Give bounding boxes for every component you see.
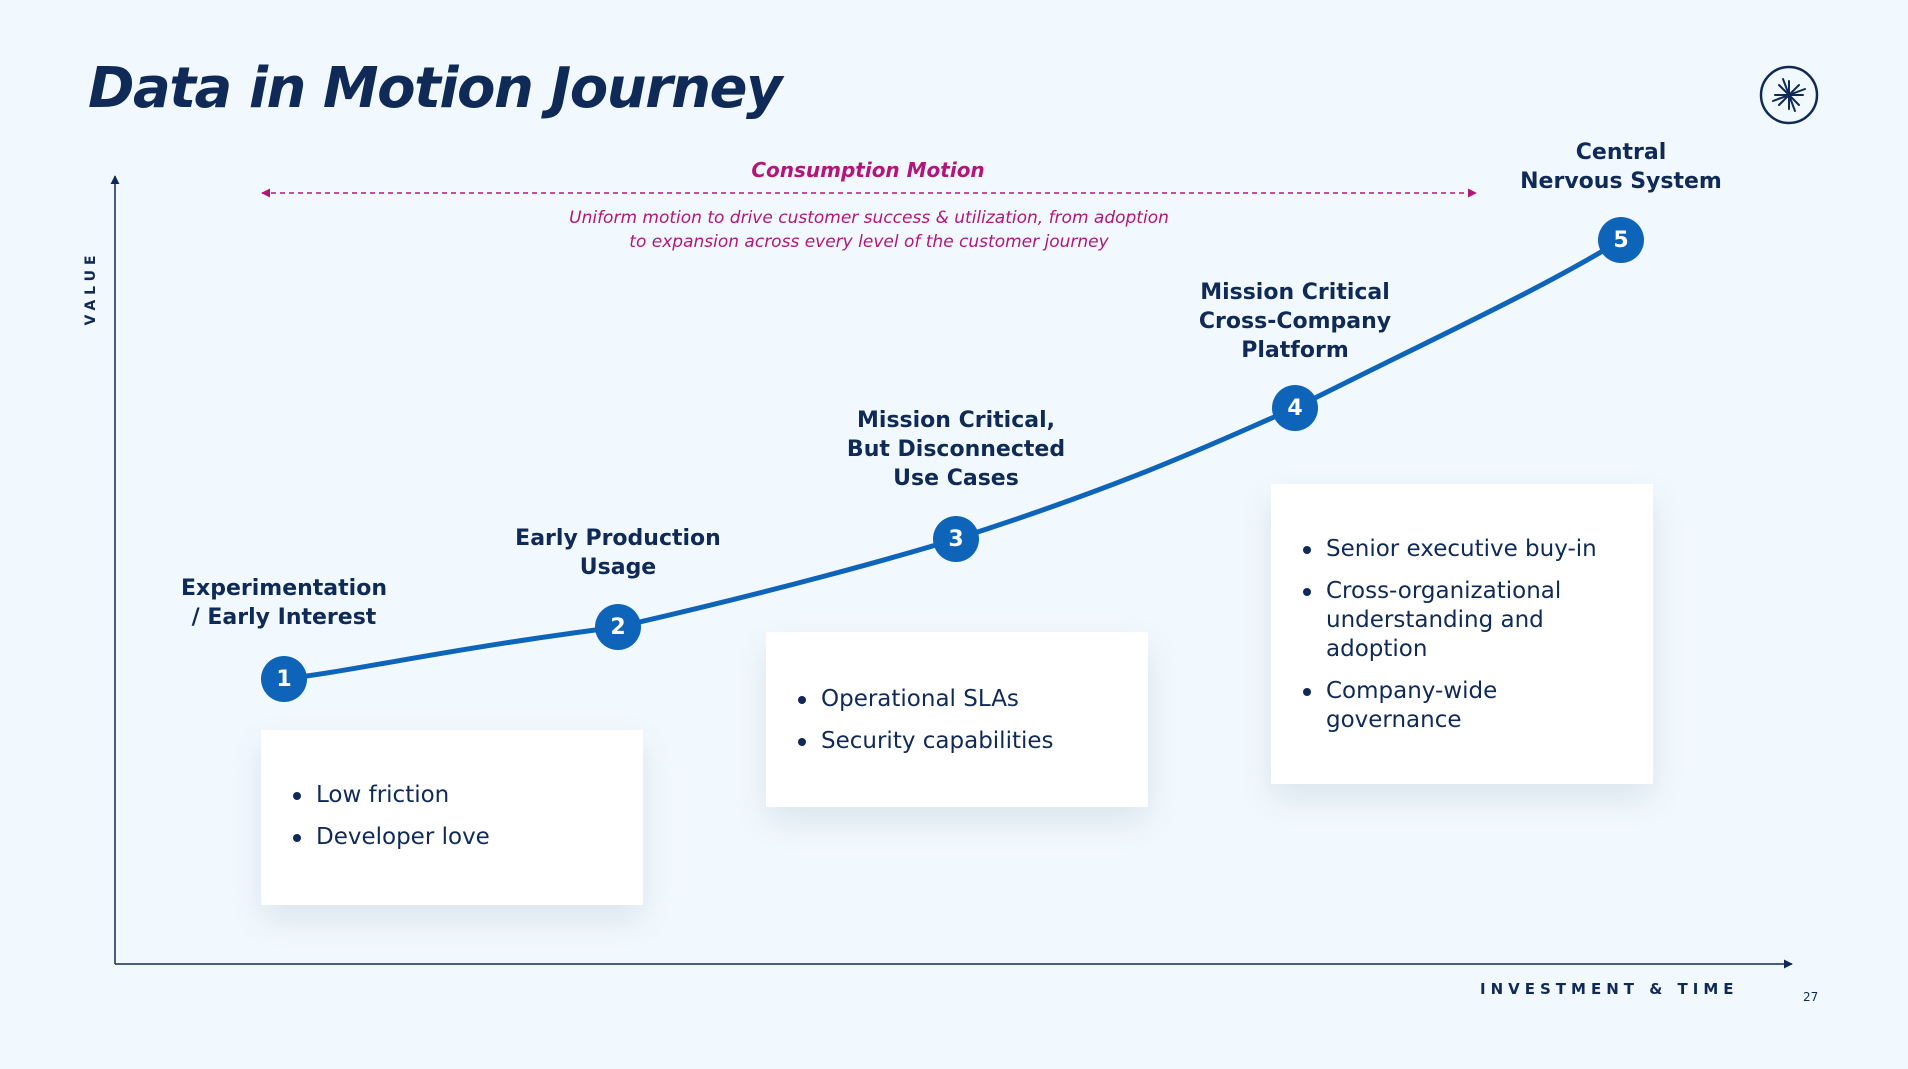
x-axis-label: INVESTMENT & TIME [1480, 980, 1739, 998]
stage-1-label: Experimentation / Early Interest [181, 574, 387, 632]
consumption-motion-description-line: Uniform motion to drive customer success… [569, 208, 1169, 228]
stage-label-line: Mission Critical [1200, 280, 1390, 305]
stage-4-label: Mission Critical Cross-Company Platform [1199, 278, 1391, 365]
stage-label-line: Central [1575, 140, 1667, 165]
logo-icon [1759, 65, 1819, 125]
stage-2-marker: 2 [595, 604, 641, 650]
list-item: Cross-organizational understanding and a… [1271, 577, 1623, 664]
stage-label-line: But Disconnected [846, 437, 1066, 462]
stage-label-line: / Early Interest [191, 605, 377, 630]
stage-label-line: Cross-Company [1198, 309, 1392, 334]
list-item: Developer love [261, 823, 643, 852]
page-title: Data in Motion Journey [88, 56, 783, 121]
stage-label-line: Mission Critical, [857, 408, 1055, 433]
stage-label-line: Use Cases [893, 466, 1019, 491]
stage-1-card: Low friction Developer love [261, 730, 643, 905]
stage-label-line: Nervous System [1520, 169, 1722, 194]
list-item: Company-wide governance [1271, 677, 1623, 735]
stage-5-marker: 5 [1598, 217, 1644, 263]
stage-2-label: Early Production Usage [515, 524, 721, 582]
list-item: Security capabilities [766, 727, 1148, 756]
stage-4-card: Senior executive buy-in Cross-organizati… [1271, 484, 1653, 784]
stage-3-marker: 3 [933, 516, 979, 562]
y-axis-label: VALUE [83, 250, 99, 326]
list-item: Senior executive buy-in [1271, 535, 1623, 564]
stage-4-bullet-list: Senior executive buy-in Cross-organizati… [1271, 535, 1623, 735]
stage-3-bullet-list: Operational SLAs Security capabilities [766, 685, 1148, 756]
consumption-motion-title: Consumption Motion [751, 158, 985, 182]
stage-label-line: Usage [579, 555, 657, 580]
stage-label-line: Experimentation [181, 576, 387, 601]
consumption-motion-description: Uniform motion to drive customer success… [569, 206, 1169, 254]
stage-5-label: Central Nervous System [1520, 138, 1722, 196]
list-item: Low friction [261, 781, 643, 810]
list-item: Operational SLAs [766, 685, 1148, 714]
stage-label-line: Early Production [515, 526, 721, 551]
consumption-motion-description-line: to expansion across every level of the c… [629, 232, 1109, 252]
page-number: 27 [1803, 990, 1819, 1004]
stage-1-marker: 1 [261, 656, 307, 702]
stage-3-card: Operational SLAs Security capabilities [766, 632, 1148, 807]
stage-label-line: Platform [1241, 338, 1349, 363]
stage-1-bullet-list: Low friction Developer love [261, 781, 643, 852]
stage-3-label: Mission Critical, But Disconnected Use C… [847, 406, 1065, 493]
stage-4-marker: 4 [1272, 385, 1318, 431]
